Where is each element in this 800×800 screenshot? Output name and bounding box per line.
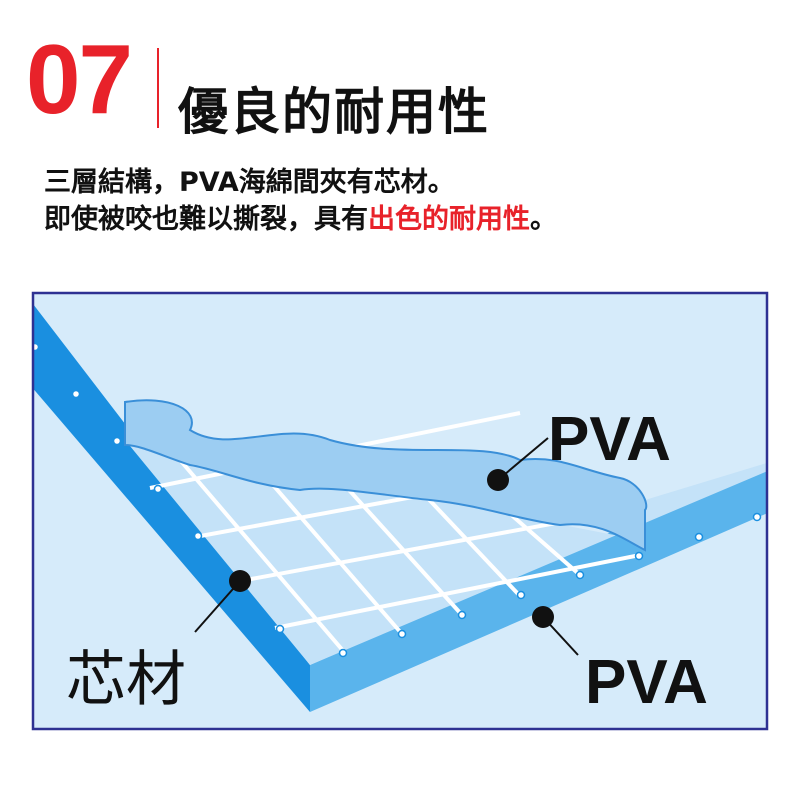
right-side-face: [310, 463, 766, 712]
label-pva-top: PVA: [548, 405, 671, 474]
divider: [157, 48, 159, 128]
diagram-frame: [31, 291, 769, 731]
description-line-1: 三層結構，PVA海綿間夾有芯材。: [44, 167, 455, 198]
left-side-face: [34, 305, 310, 712]
edge-dots: [34, 342, 762, 658]
description: 三層結構，PVA海綿間夾有芯材。 即使被咬也難以撕裂，具有出色的耐用性。: [44, 164, 557, 238]
label-core: 芯材: [66, 645, 186, 715]
section-title: 優良的耐用性: [178, 83, 490, 141]
description-line-2: 即使被咬也難以撕裂，具有出色的耐用性。: [44, 204, 557, 235]
label-pva-bottom: PVA: [585, 648, 708, 717]
pva-top-layer: [124, 399, 648, 552]
highlight-text: 出色的耐用性: [368, 204, 530, 235]
section-number: 07: [26, 24, 133, 134]
callout-dots: [229, 469, 554, 628]
